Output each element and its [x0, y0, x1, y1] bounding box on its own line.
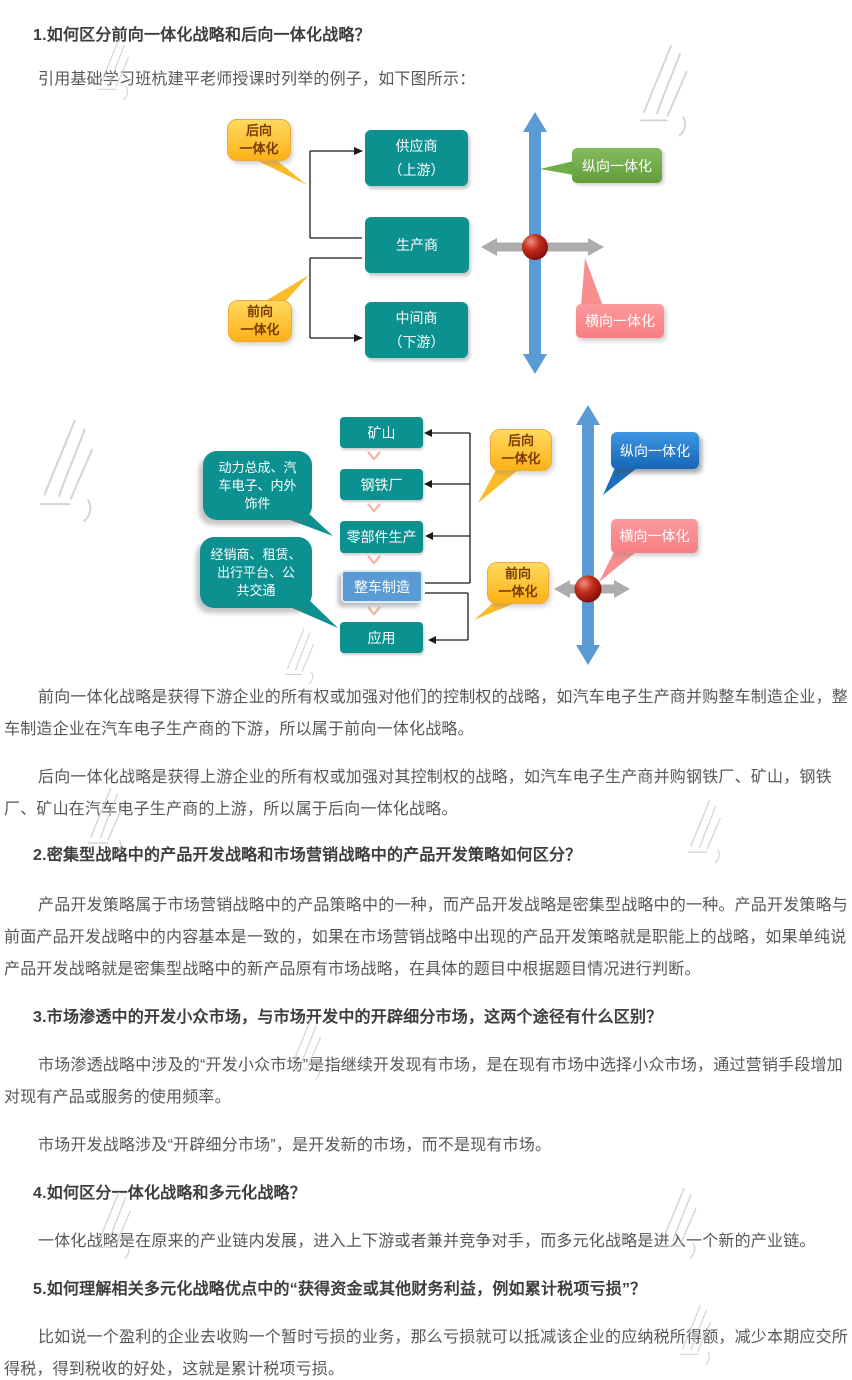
d1-producer-box: 生产商: [365, 217, 469, 273]
d1-forward-bubble-tail: [262, 275, 309, 303]
d2-horizontal-label-tail: [599, 552, 636, 582]
d1-vertical-integration-label: 纵向一体化: [572, 148, 662, 183]
d1-bracket-forward: [309, 257, 362, 339]
d2-backward-integration-callout: 后向 一体化: [490, 429, 552, 471]
d2-center-sphere: [574, 575, 602, 603]
d1-forward-integration-callout: 前向 一体化: [228, 300, 292, 342]
d2-forward-integration-callout: 前向 一体化: [487, 562, 549, 604]
d2-application-box: 应用: [340, 622, 423, 653]
d2-vertical-axis-arrow: [576, 405, 600, 665]
d2-parts-box: 零部件生产: [340, 521, 423, 553]
d1-horizontal-integration-label: 横向一体化: [576, 304, 664, 338]
d2-vertical-integration-label: 纵向一体化: [611, 432, 699, 469]
d2-forward-bubble-tail: [474, 603, 515, 620]
d2-horizontal-axis-arrow: [554, 580, 630, 598]
q5-answer: 比如说一个盈利的企业去收购一个暂时亏损的业务，那么亏损就可以抵减该企业的应纳税所…: [4, 1329, 849, 1378]
d1-middleman-box: 中间商 （下游）: [365, 302, 468, 358]
q1-intro: 引用基础学习班杭建平老师授课时列举的例子，如下图所示：: [38, 71, 476, 88]
d2-steel-box: 钢铁厂: [340, 469, 423, 500]
d2-backward-bubble-tail: [478, 470, 518, 503]
d1-horizontal-label-tail: [581, 258, 603, 306]
watermark-icon: [38, 418, 94, 523]
d2-components-cloud: 动力总成、汽 车电子、内外 饰件: [203, 451, 312, 520]
d2-arrowhead-steel: [424, 480, 432, 488]
q3-answer-penetration: 市场渗透战略中涉及的“开发小众市场”是指继续开发现有市场，是在现有市场中选择小众…: [4, 1057, 843, 1106]
question-3-heading: 3.市场渗透中的开发小众市场，与市场开发中的开辟细分市场，这两个途径有什么区别？: [33, 1009, 663, 1026]
d1-arrowhead-middleman: [354, 334, 363, 342]
question-4-heading: 4.如何区分一体化战略和多元化战略？: [33, 1185, 306, 1202]
d2-vertical-label-tail: [603, 468, 637, 495]
d1-vertical-axis-arrow: [523, 112, 547, 374]
question-2-heading: 2.密集型战略中的产品开发战略和市场营销战略中的产品开发策略如何区分？: [33, 847, 582, 864]
d1-backward-integration-callout: 后向 一体化: [227, 119, 291, 161]
watermark-icon: [284, 627, 315, 685]
d2-arrowhead-application: [428, 636, 436, 644]
d2-channels-cloud: 经销商、租赁、 出行平台、公 共交通: [200, 537, 312, 608]
q1-answer-forward: 前向一体化战略是获得下游企业的所有权或加强对他们的控制权的战略，如汽车电子生产商…: [4, 689, 849, 738]
d2-horizontal-integration-label: 横向一体化: [611, 519, 698, 553]
d1-arrowhead-supplier: [354, 147, 363, 155]
d2-arrowhead-mine: [424, 429, 432, 437]
d2-arrowhead-parts: [425, 532, 433, 540]
q1-answer-backward: 后向一体化战略是获得上游企业的所有权或加强对其控制权的战略，如汽车电子生产商并购…: [4, 769, 832, 818]
d2-bracket-forward: [425, 592, 469, 641]
d1-vertical-label-tail: [540, 161, 574, 175]
q3-answer-development: 市场开发战略涉及“开辟细分市场”，是开发新的市场，而不是现有市场。: [38, 1137, 552, 1154]
q2-answer: 产品开发策略属于市场营销战略中的产品策略中的一种，而产品开发战略是密集型战略中的…: [4, 897, 849, 978]
d1-backward-bubble-tail: [252, 158, 307, 185]
question-1-heading: 1.如何区分前向一体化战略和后向一体化战略？: [33, 27, 371, 44]
d1-horizontal-axis-arrow: [481, 238, 604, 256]
d1-center-sphere: [522, 234, 548, 260]
d1-supplier-box: 供应商 （上游）: [365, 130, 468, 186]
q4-answer: 一体化战略是在原来的产业链内发展，进入上下游或者兼并竞争对手，而多元化战略是进入…: [38, 1233, 816, 1250]
d2-mine-box: 矿山: [340, 417, 423, 448]
d2-vehicle-box: 整车制造: [341, 570, 423, 603]
d2-bracket-backward: [425, 432, 471, 584]
d1-bracket-backward: [309, 150, 362, 239]
question-5-heading: 5.如何理解相关多元化战略优点中的“获得资金或其他财务利益，例如累计税项亏损”？: [33, 1281, 647, 1298]
